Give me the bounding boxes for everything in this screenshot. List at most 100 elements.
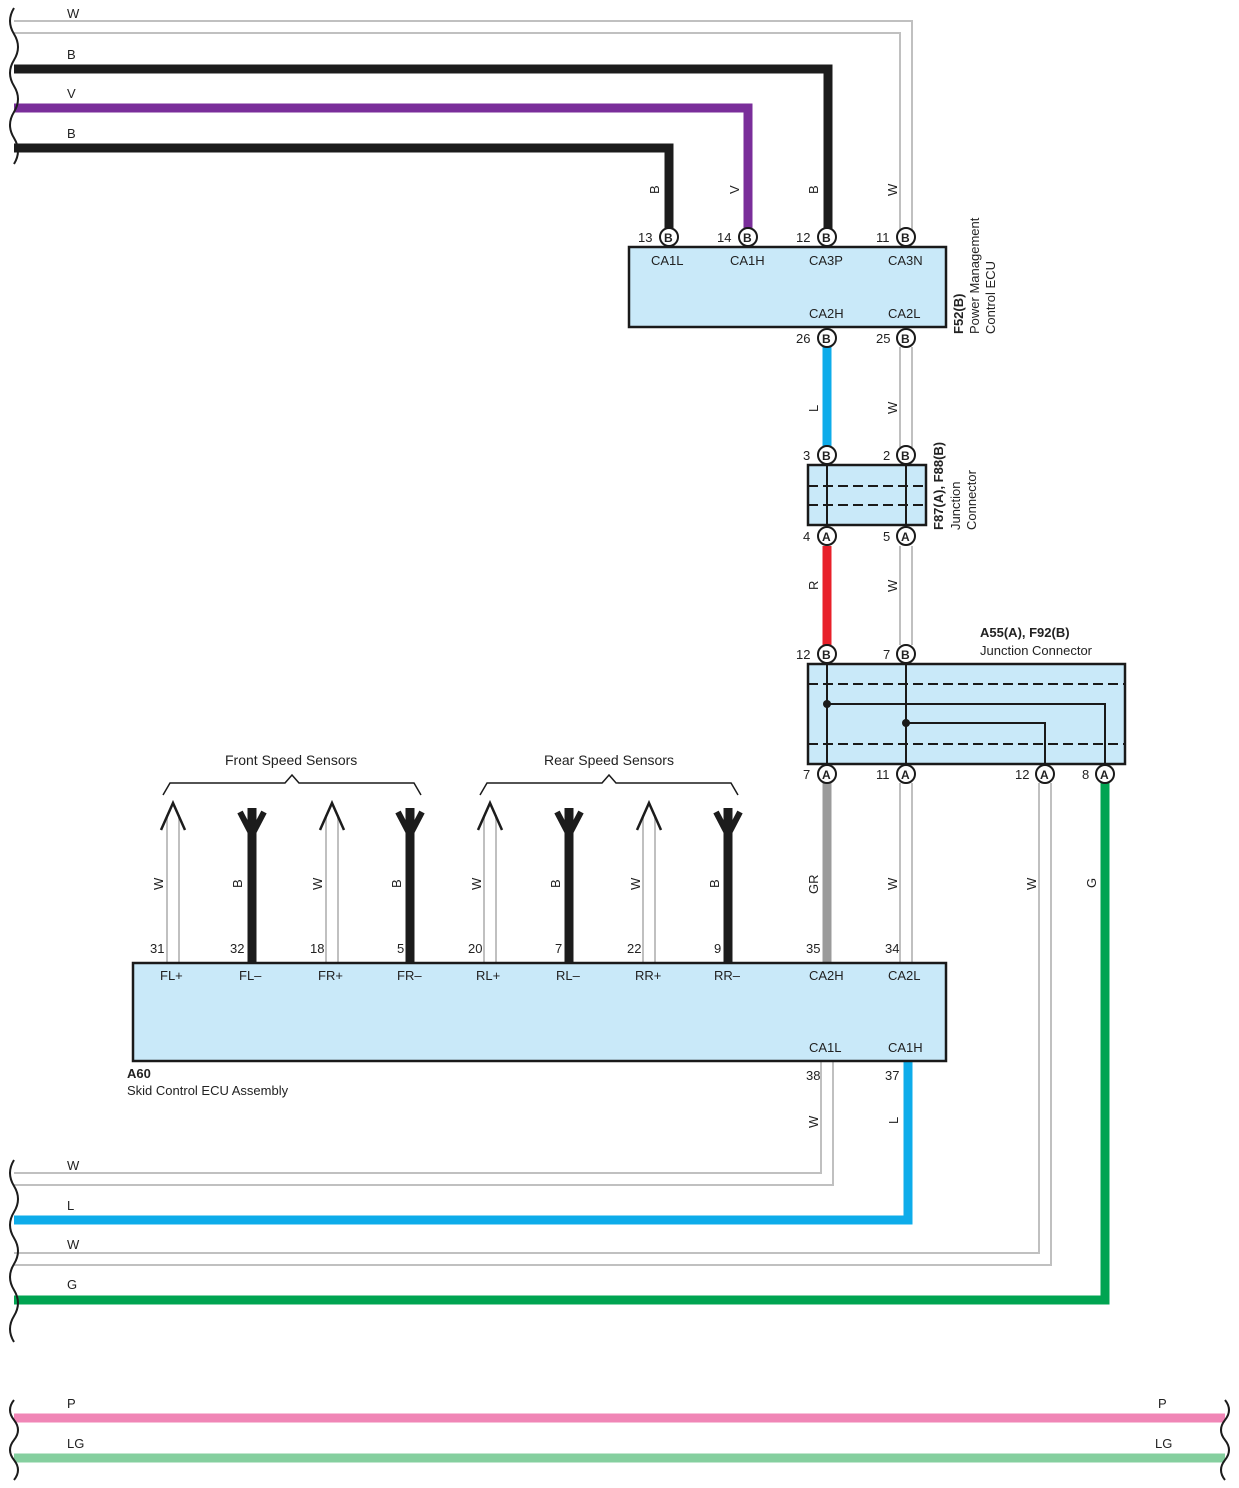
terminal: B: [817, 445, 837, 465]
terminal: A: [896, 526, 916, 546]
pin-number: 20: [468, 941, 482, 956]
terminal: A: [1095, 764, 1115, 784]
pin-label: RL–: [556, 968, 581, 983]
sensor-wire-fr-minus: [395, 808, 425, 962]
wire-color-label: B: [548, 879, 563, 888]
svg-text:B: B: [822, 648, 831, 662]
vertical-wire-labels: B V B W L W R W GR W W G W B W B W B W B…: [151, 183, 1099, 1128]
svg-text:A: A: [822, 768, 831, 782]
sensor-wire-rl-minus: [554, 808, 584, 962]
left-wire-label: W: [67, 1237, 80, 1252]
wire-v-ca1h: [14, 103, 753, 230]
pin-number: 3: [803, 448, 810, 463]
wire-b-ca3p: [14, 64, 833, 230]
pin-label: FR–: [397, 968, 422, 983]
svg-text:B: B: [743, 231, 752, 245]
pin-label: CA3P: [809, 253, 843, 268]
terminal: B: [817, 644, 837, 664]
connector-f87: F87(A), F88(B) Junction Connector: [806, 442, 979, 530]
pin-label: RR+: [635, 968, 661, 983]
left-wire-labels: W B V B W L W G P LG P LG: [67, 6, 1172, 1451]
wire-color-label: W: [885, 579, 900, 592]
connector-description: Junction Connector: [980, 643, 1093, 658]
pin-label: CA1H: [730, 253, 765, 268]
section-header: Rear Speed Sensors: [544, 752, 674, 768]
pin-label: CA2H: [809, 968, 844, 983]
pin-number: 12: [796, 230, 810, 245]
pin-number: 12: [796, 647, 810, 662]
pin-number: 18: [310, 941, 324, 956]
terminal: B: [817, 227, 837, 247]
wire-color-label: L: [886, 1117, 901, 1124]
wire-w-a55-12-bottom: [14, 783, 1052, 1266]
wires-layer: [14, 20, 1225, 1463]
wire-color-label: R: [806, 581, 821, 590]
pin-number: 13: [638, 230, 652, 245]
left-wire-label: P: [67, 1396, 76, 1411]
wire-color-label: GR: [806, 875, 821, 895]
left-wire-label: B: [67, 47, 76, 62]
svg-text:B: B: [901, 332, 910, 346]
wire-color-label: G: [1084, 878, 1099, 888]
wire-color-label: B: [707, 879, 722, 888]
wire-color-label: B: [647, 185, 662, 194]
wire-color-label: W: [1024, 877, 1039, 890]
left-wire-label: W: [67, 6, 80, 21]
pin-number: 22: [627, 941, 641, 956]
wire-color-label: W: [885, 401, 900, 414]
wire-color-label: L: [806, 405, 821, 412]
svg-text:A: A: [1100, 768, 1109, 782]
connector-description: Junction: [948, 482, 963, 530]
svg-text:B: B: [664, 231, 673, 245]
pin-label: RR–: [714, 968, 741, 983]
connector-a60: FL+ FL– FR+ FR– RL+ RL– RR+ RR– CA2H CA2…: [127, 961, 948, 1098]
wire-b-ca1l: [14, 143, 674, 230]
svg-text:B: B: [822, 449, 831, 463]
wire-l-a60-37-bottom: [14, 1062, 913, 1225]
wire-color-label: B: [230, 879, 245, 888]
terminal: B: [896, 227, 916, 247]
connector-a55: A55(A), F92(B) Junction Connector: [806, 625, 1127, 766]
pin-number: 26: [796, 331, 810, 346]
pin-label: CA2L: [888, 968, 921, 983]
pin-number: 7: [555, 941, 562, 956]
left-wire-label: B: [67, 126, 76, 141]
sensor-wire-fr-plus: [318, 799, 346, 962]
section-header: Front Speed Sensors: [225, 752, 357, 768]
connector-description: Skid Control ECU Assembly: [127, 1083, 289, 1098]
pin-label: FR+: [318, 968, 343, 983]
pin-number: 4: [803, 529, 810, 544]
wire-color-label: W: [151, 877, 166, 890]
pin-number: 32: [230, 941, 244, 956]
pin-label: CA1L: [809, 1040, 842, 1055]
wire-w-a60-38-bottom: [14, 1062, 834, 1186]
pin-label: CA1H: [888, 1040, 923, 1055]
wire-color-label: W: [885, 877, 900, 890]
wire-g-a55-8-bottom: [14, 783, 1110, 1305]
terminal: B: [659, 227, 679, 247]
svg-text:B: B: [901, 231, 910, 245]
pin-label: FL–: [239, 968, 262, 983]
left-wire-label: LG: [67, 1436, 84, 1451]
pin-number: 7: [883, 647, 890, 662]
terminal: A: [1035, 764, 1055, 784]
pin-number: 11: [876, 230, 890, 245]
connector-id: A60: [127, 1066, 151, 1081]
pin-number: 5: [883, 529, 890, 544]
right-wire-label: P: [1158, 1396, 1167, 1411]
terminal: B: [896, 445, 916, 465]
svg-text:B: B: [901, 648, 910, 662]
wire-w-f52-f87: [899, 347, 913, 447]
sensor-wire-rr-plus: [635, 799, 663, 962]
connector-f52: CA1L CA1H CA3P CA3N CA2H CA2L F52(B) Pow…: [627, 217, 998, 334]
sensor-wire-fl-minus: [237, 808, 267, 962]
connector-id: F87(A), F88(B): [931, 442, 946, 530]
sensor-wire-fl-plus: [159, 799, 187, 962]
pin-number: 12: [1015, 767, 1029, 782]
pin-label: FL+: [160, 968, 183, 983]
pin-number: 25: [876, 331, 890, 346]
terminal: B: [896, 644, 916, 664]
svg-text:B: B: [901, 449, 910, 463]
wire-color-label: B: [806, 185, 821, 194]
svg-text:B: B: [822, 332, 831, 346]
